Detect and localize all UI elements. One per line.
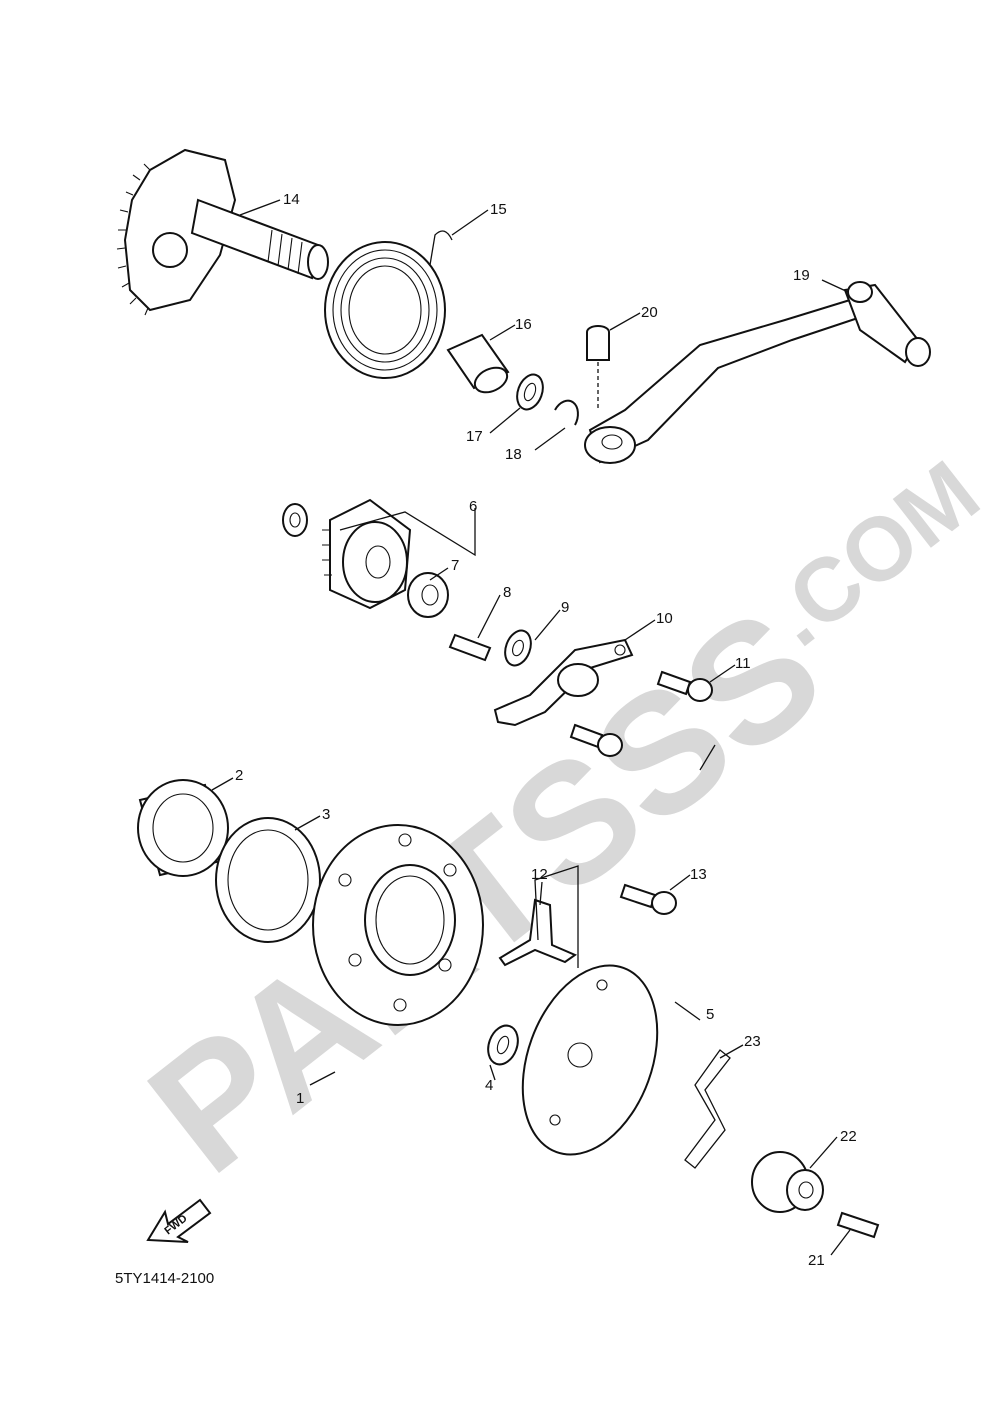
callout-17: 17 bbox=[466, 428, 483, 445]
callout-21: 21 bbox=[808, 1252, 825, 1269]
leader-lines bbox=[211, 199, 851, 1256]
callout-23: 23 bbox=[744, 1033, 761, 1050]
callout-20: 20 bbox=[641, 304, 658, 321]
callout-5: 5 bbox=[706, 1006, 714, 1023]
part-20-bolt bbox=[586, 325, 610, 410]
part-5-plate bbox=[521, 964, 659, 1156]
part-2-clutch bbox=[137, 779, 229, 877]
part-17-washer bbox=[516, 373, 544, 411]
callout-15: 15 bbox=[490, 201, 507, 218]
callout-9: 9 bbox=[561, 599, 569, 616]
part-4-washer bbox=[487, 1024, 519, 1066]
callout-13: 13 bbox=[690, 866, 707, 883]
part-11-bolts bbox=[569, 670, 713, 757]
callout-14: 14 bbox=[283, 191, 300, 208]
callout-10: 10 bbox=[656, 610, 673, 627]
callout-22: 22 bbox=[840, 1128, 857, 1145]
part-18-circlip bbox=[554, 399, 579, 426]
fwd-arrow: FWD bbox=[146, 1198, 212, 1243]
part-19-kick-arm bbox=[584, 281, 931, 464]
watermark-suffix: .COM bbox=[751, 442, 998, 665]
callout-7: 7 bbox=[451, 557, 459, 574]
part-15-spring bbox=[324, 230, 453, 379]
drawing-code: 5TY1414-2100 bbox=[115, 1270, 214, 1287]
part-16-bushing bbox=[446, 333, 510, 394]
callout-11: 11 bbox=[735, 655, 751, 672]
callout-18: 18 bbox=[505, 446, 522, 463]
callout-19: 19 bbox=[793, 267, 810, 284]
callouts: 1 2 3 4 5 6 7 8 9 10 11 12 13 14 15 16 1… bbox=[235, 191, 857, 1269]
callout-12: 12 bbox=[531, 866, 548, 883]
part-21-pin bbox=[836, 1211, 880, 1239]
part-22-sleeve bbox=[751, 1151, 824, 1213]
part-9-washer bbox=[504, 629, 532, 667]
callout-8: 8 bbox=[503, 584, 511, 601]
part-14-kick-shaft bbox=[116, 148, 329, 316]
callout-4: 4 bbox=[485, 1077, 493, 1094]
part-23-spring-clip bbox=[684, 1049, 731, 1169]
part-8-pin bbox=[448, 633, 492, 662]
part-1-starter-gear bbox=[312, 824, 484, 1026]
part-13-bolt bbox=[619, 883, 677, 915]
callout-6: 6 bbox=[469, 498, 477, 515]
part-7-bearing bbox=[407, 572, 449, 618]
part-3-ring bbox=[215, 817, 321, 943]
callout-2: 2 bbox=[235, 767, 243, 784]
callout-16: 16 bbox=[515, 316, 532, 333]
part-10-bracket bbox=[493, 638, 634, 727]
callout-1: 1 bbox=[296, 1090, 304, 1107]
callout-3: 3 bbox=[322, 806, 330, 823]
